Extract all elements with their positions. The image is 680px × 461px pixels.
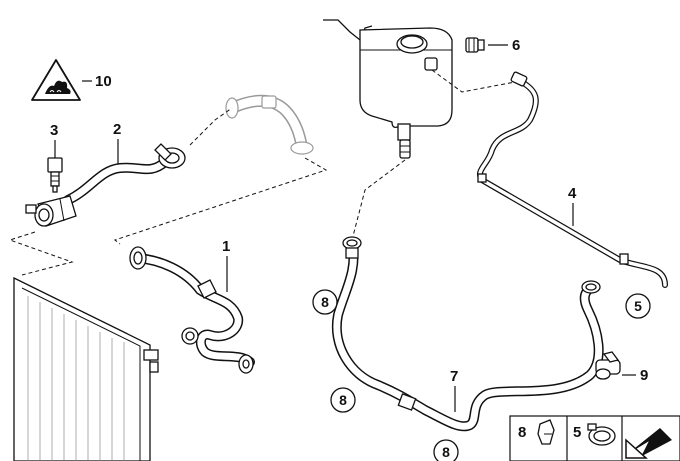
svg-text:8: 8 bbox=[321, 294, 329, 310]
heater-hose bbox=[331, 236, 604, 432]
engine-outlet-ghost bbox=[225, 94, 314, 155]
callout-9: 9 bbox=[640, 367, 648, 384]
callout-3: 3 bbox=[50, 122, 58, 139]
svg-text:8: 8 bbox=[339, 392, 347, 408]
circled-ref-5: 5 bbox=[625, 293, 651, 319]
callout-6: 6 bbox=[512, 37, 520, 54]
hose-clip bbox=[595, 351, 621, 380]
callout-10: 10 bbox=[95, 73, 112, 90]
arrow-icon bbox=[625, 428, 672, 459]
vent-hose bbox=[477, 71, 668, 288]
clip-icon bbox=[537, 419, 555, 445]
expansion-tank bbox=[323, 19, 453, 159]
thermostat-housing bbox=[25, 195, 77, 227]
circled-ref-8-a: 8 bbox=[312, 289, 338, 315]
temperature-sensor bbox=[47, 157, 63, 193]
hose-clamp-icon bbox=[587, 423, 616, 446]
svg-text:8: 8 bbox=[442, 444, 450, 460]
legend-label-8: 8 bbox=[518, 424, 526, 441]
callout-4: 4 bbox=[568, 185, 577, 202]
hot-coolant-warning-icon bbox=[31, 59, 81, 101]
callout-2: 2 bbox=[113, 121, 121, 138]
upper-radiator-hose bbox=[63, 143, 186, 205]
parts-legend: 8 5 bbox=[509, 415, 680, 461]
circled-ref-8-c: 8 bbox=[433, 439, 459, 461]
svg-text:5: 5 bbox=[634, 298, 642, 314]
bleed-screw bbox=[465, 37, 485, 53]
lower-radiator-hose bbox=[129, 246, 255, 374]
circled-ref-8-b: 8 bbox=[330, 387, 356, 413]
radiator bbox=[13, 276, 159, 461]
callout-1: 1 bbox=[222, 238, 230, 255]
callout-7: 7 bbox=[450, 368, 458, 385]
legend-label-5: 5 bbox=[573, 424, 581, 441]
